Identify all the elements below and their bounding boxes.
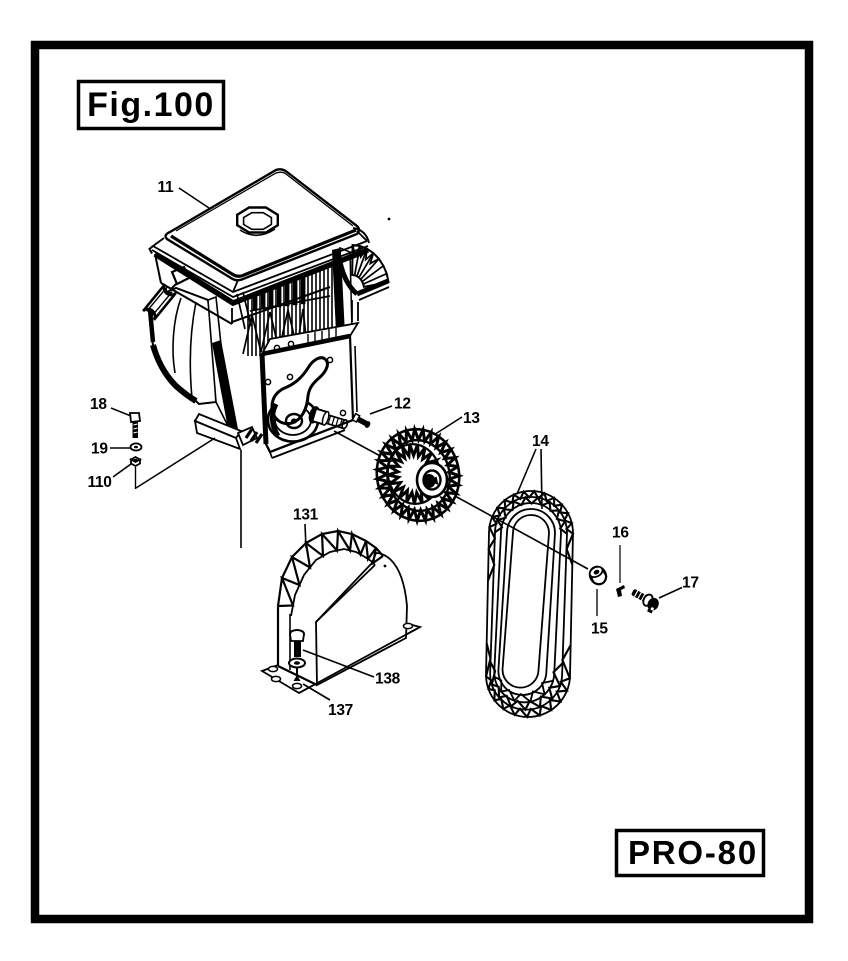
svg-text:14: 14 bbox=[532, 433, 549, 450]
svg-text:11: 11 bbox=[158, 179, 174, 196]
svg-text:PRO-80: PRO-80 bbox=[628, 834, 758, 871]
svg-text:138: 138 bbox=[375, 671, 401, 688]
svg-text:Fig.100: Fig.100 bbox=[87, 86, 215, 124]
svg-text:12: 12 bbox=[394, 396, 411, 413]
svg-text:16: 16 bbox=[612, 525, 629, 542]
svg-text:137: 137 bbox=[328, 702, 353, 719]
svg-text:19: 19 bbox=[91, 441, 108, 458]
svg-text:15: 15 bbox=[591, 621, 608, 638]
svg-text:13: 13 bbox=[463, 410, 480, 427]
svg-text:17: 17 bbox=[682, 575, 699, 592]
svg-text:18: 18 bbox=[90, 396, 107, 413]
svg-text:110: 110 bbox=[88, 474, 112, 491]
svg-text:131: 131 bbox=[293, 507, 319, 524]
